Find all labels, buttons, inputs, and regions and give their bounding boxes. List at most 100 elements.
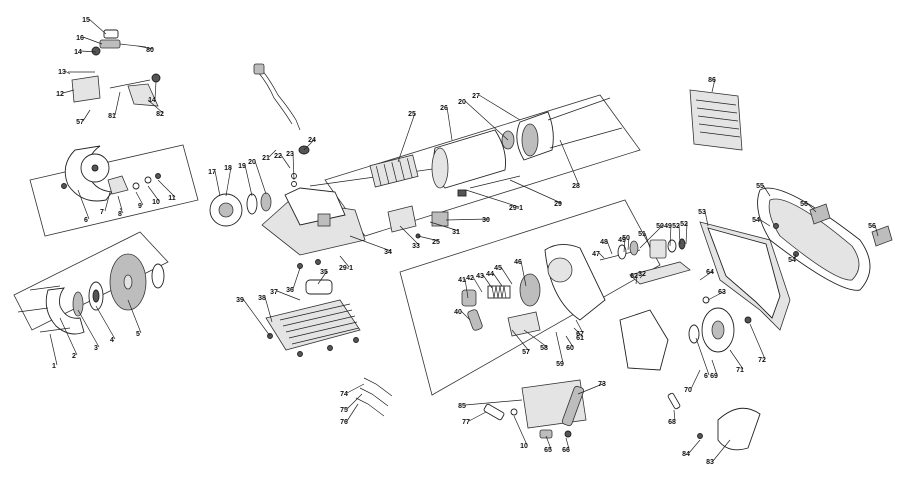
part-19-bearing [246,193,258,215]
callout-leader [242,298,271,337]
part-number-label: 36 [286,287,294,294]
part-callout: 40 [454,309,471,321]
part-number-label: 72 [758,357,766,364]
part-number-label: 14 [74,49,82,56]
callout-leader [417,235,440,242]
spring-coil [491,285,507,299]
part-callout: 68 [668,409,676,426]
part-callout: 49 [664,223,672,247]
part-number-label: 33 [412,243,420,250]
part-callout: 47 [592,251,605,259]
part-number-label: 32 [638,271,646,278]
part-number-label: 60 [566,345,574,352]
part-callout: 3 [77,309,100,352]
part-number-label: 12 [56,91,64,98]
callout-leader [429,221,460,232]
box-grinder-wheel [13,231,169,331]
part-63-washer [702,296,710,304]
part-callout: 10 [513,415,528,450]
switch-slot [317,213,331,227]
part-number-label: 26 [440,105,448,112]
callout-leader [511,329,530,352]
part-76-hex-key [355,397,385,417]
hex-key-set [355,377,393,417]
part-callout: 31 [429,221,460,236]
part-callout: 83 [706,439,731,466]
part-6-screw [61,183,67,189]
part-7-tool-rest [107,175,129,195]
callout-leader [317,270,328,285]
part-number-label: 54 [788,257,796,264]
part-callout: 85 [458,399,523,410]
part-callout: 6 [695,337,710,380]
callout-leader [482,274,493,289]
motor-base-assembly [209,63,441,256]
part-28-tie-rod-b [549,127,623,149]
part-number-label: 39 [236,297,244,304]
part-callout: 7 [100,191,111,216]
part-callout: 37 [270,289,301,301]
part-86-grille [689,89,743,151]
part-number-label: 16 [76,35,84,42]
part-number-label: 7 [100,209,104,216]
part-callout: 25 [417,235,440,246]
part-number-label: 53 [698,209,706,216]
part-number-label: 46 [514,259,522,266]
callout-leader [244,164,253,197]
callout-leader [397,112,416,163]
callout-leader [104,191,111,212]
part-callout: 27 [472,93,521,121]
part-number-label: 44 [486,271,494,278]
part-14-knob [91,46,101,56]
part-70-belt-guard [619,309,669,371]
callout-leader [513,415,528,446]
callout-leader [685,222,688,245]
part-21-power-cord [261,69,301,131]
part-callout: 1 [49,333,58,370]
part-number-label: 77 [462,419,470,426]
part-75-hex-key [359,387,389,407]
callout-leader [445,218,490,221]
callout-leader [472,276,483,293]
part-number-label: 67 [576,331,584,338]
part-6-washer [688,324,700,344]
part-number-label: 29-1 [339,265,353,272]
part-number-label: 24 [308,137,316,144]
part-number-label: 82 [156,111,164,118]
part-callout: 34 [349,235,392,256]
callout-leader [559,139,580,186]
part-callout: 56 [868,223,879,237]
part-callout: 80 [137,45,154,54]
part-callout: 28 [559,139,580,190]
part-9-washer [132,182,140,190]
callout-leader [154,81,157,100]
part-50-bearing [629,240,639,256]
part-10-nut [144,176,152,184]
part-49-washer [667,239,677,253]
part-callout: 12 [56,89,75,98]
part-20-bearing [260,192,272,212]
part-number-label: 1 [52,363,56,370]
callout-leader [523,329,548,348]
callout-leader [346,403,359,422]
part-number-label: 17 [208,169,216,176]
part-callout: 53 [698,209,709,227]
callout-leader [575,319,584,334]
part-callout: 59 [555,331,564,368]
part-number-label: 29 [554,201,562,208]
part-number-label: 5 [136,331,140,338]
part-callout: 71 [729,349,744,374]
part-callout: 70 [684,369,701,394]
part-callout: 57 [511,329,530,356]
part-46-pulley [519,273,541,307]
part-callout: 44 [486,271,503,287]
part-callout: 38 [258,295,273,323]
part-58-plate [507,311,541,337]
part-number-label: 69 [710,373,718,380]
rotor-slot-4 [399,160,405,180]
part-callout: 36 [286,267,301,294]
belt-drive-assembly [461,221,791,371]
part-callout: 20 [248,159,267,195]
callout-leader [874,224,879,237]
part-callout: 16 [76,35,103,45]
